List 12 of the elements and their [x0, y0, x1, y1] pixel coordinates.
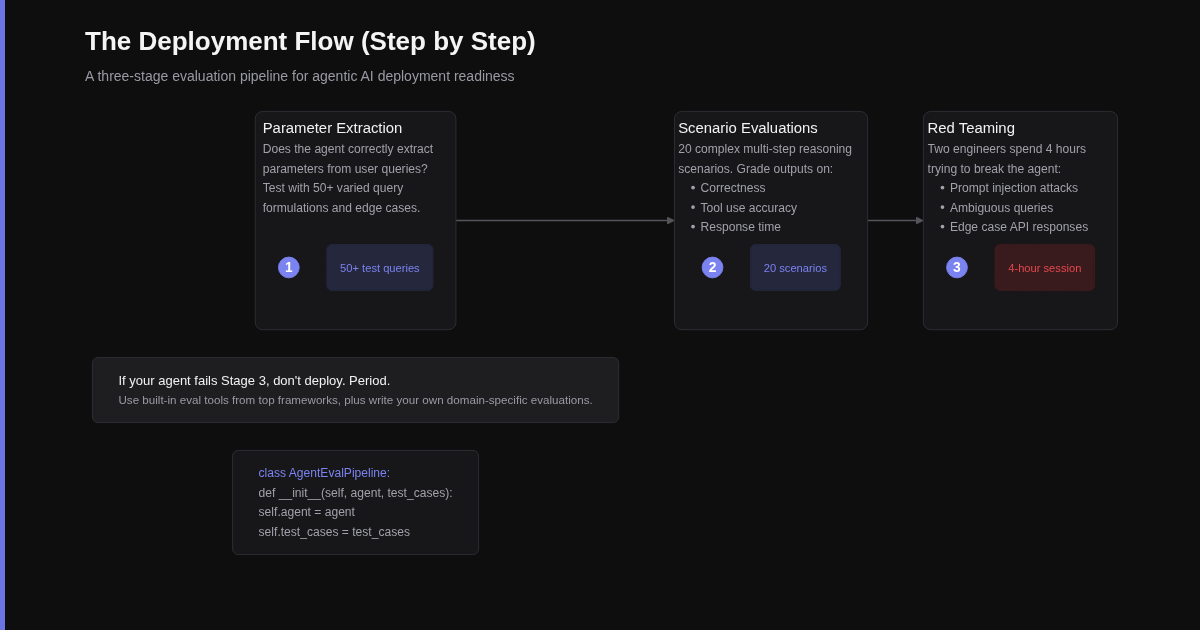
arrow: [455, 216, 675, 225]
subtitle: A three-stage evaluation pipeline for agentic AI deployment readiness: [85, 68, 515, 84]
tag-badge: 50+ test queries: [326, 244, 434, 291]
title: The Deployment Flow (Step by Step): [85, 26, 536, 57]
step-number-circle: 1: [278, 256, 300, 279]
arrow: [866, 216, 924, 225]
step-number-circle: 3: [946, 256, 968, 279]
code-block: class AgentEvalPipeline: def __init__(self, agent, test_cases): self.agent = agent self.test_cases = test_cases: [232, 450, 480, 555]
tag-badge: 4-hour session: [994, 244, 1095, 291]
step-number-circle: 2: [701, 256, 724, 279]
tag-badge: 20 scenarios: [750, 244, 841, 291]
callout-box: If your agent fails Stage 3, don't deploy. Period. Use built-in eval tools from top frameworks, plus write your own domain-specific evaluations.: [91, 357, 620, 424]
